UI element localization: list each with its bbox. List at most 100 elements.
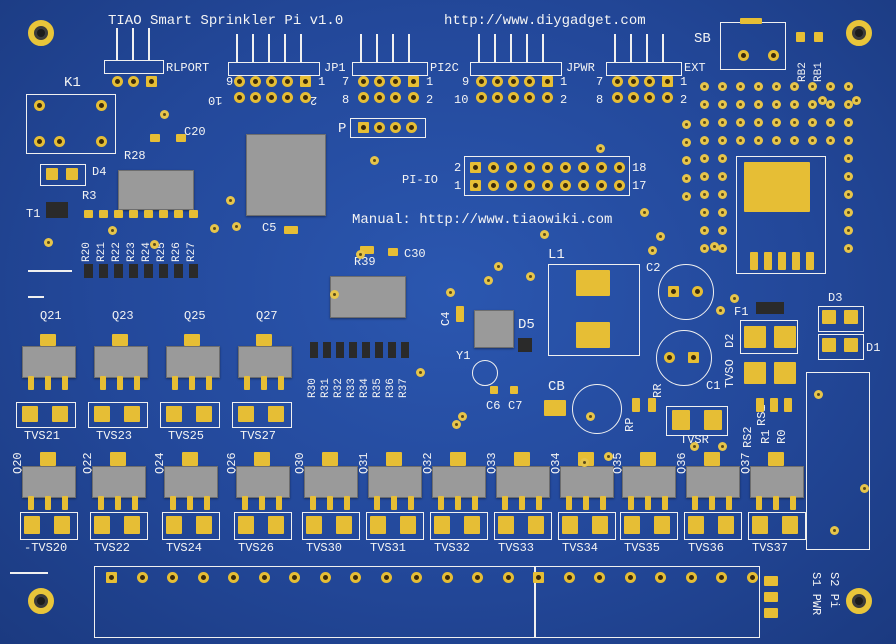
lead bbox=[692, 496, 698, 510]
grid-hole bbox=[754, 100, 763, 109]
pi-io-pin bbox=[596, 180, 607, 191]
grid-hole bbox=[682, 156, 691, 165]
jp1-label: JP1 bbox=[324, 61, 346, 75]
tvs-label: -TVS20 bbox=[24, 541, 68, 555]
transistor-body bbox=[238, 346, 292, 378]
grid-hole bbox=[808, 136, 817, 145]
pi-io-pin bbox=[470, 162, 481, 173]
resistor-label: R23 bbox=[126, 242, 138, 262]
tvs-pad bbox=[592, 516, 608, 534]
via bbox=[656, 232, 665, 241]
s1-pwr-label: S1 PWR bbox=[809, 572, 823, 616]
ext-header bbox=[606, 62, 682, 76]
d5-label: D5 bbox=[518, 317, 535, 333]
tvs-outline bbox=[302, 512, 360, 540]
tab bbox=[256, 334, 272, 346]
resistor-body bbox=[362, 342, 370, 358]
grid-hole bbox=[844, 100, 853, 109]
lead bbox=[170, 496, 176, 510]
mount-hole-top-left bbox=[28, 20, 54, 46]
jp1-pin1: 1 bbox=[318, 75, 326, 89]
lead bbox=[276, 496, 282, 510]
grid-hole bbox=[718, 136, 727, 145]
grid-hole bbox=[682, 192, 691, 201]
grid-hole bbox=[844, 172, 853, 181]
tvs-pad bbox=[498, 516, 514, 534]
grid-hole bbox=[736, 136, 745, 145]
r1-label: R1 bbox=[759, 429, 773, 444]
via bbox=[716, 306, 725, 315]
tvs-pad bbox=[94, 516, 110, 534]
tvs-outline bbox=[748, 512, 806, 540]
pi-io-pin bbox=[542, 162, 553, 173]
transistor-body bbox=[166, 346, 220, 378]
tvs-outline bbox=[620, 512, 678, 540]
resistor-label: R33 bbox=[346, 378, 358, 398]
mount-hole-top-right bbox=[846, 20, 872, 46]
grid-hole bbox=[772, 118, 781, 127]
grid-hole bbox=[772, 100, 781, 109]
tvs-label: TVS33 bbox=[498, 541, 535, 555]
pi-io-pin18: 18 bbox=[632, 161, 647, 175]
resistor-pad bbox=[174, 210, 183, 218]
transistor-body bbox=[164, 466, 218, 498]
terminal-pin bbox=[197, 572, 209, 583]
grid-hole bbox=[808, 118, 817, 127]
resistor-label: R36 bbox=[385, 378, 397, 398]
via bbox=[416, 368, 425, 377]
tvs-pad bbox=[336, 516, 352, 534]
grid-hole bbox=[844, 118, 853, 127]
tvs-pad bbox=[166, 516, 182, 534]
tvs-pad bbox=[238, 516, 254, 534]
via bbox=[210, 224, 219, 233]
mount-hole-bottom-right bbox=[846, 588, 872, 614]
pi-io-pin bbox=[578, 162, 589, 173]
resistor-label: R20 bbox=[81, 242, 93, 262]
tvs-outline bbox=[90, 512, 148, 540]
tvs-pad bbox=[124, 516, 140, 534]
tvs-outline bbox=[558, 512, 616, 540]
resistor-label: R31 bbox=[320, 378, 332, 398]
grid-hole bbox=[844, 190, 853, 199]
tvs-pad bbox=[624, 516, 640, 534]
jp1-pin9: 9 bbox=[226, 75, 234, 89]
grid-hole bbox=[682, 138, 691, 147]
lead bbox=[132, 496, 138, 510]
via bbox=[232, 222, 241, 231]
jpwr-header bbox=[470, 62, 562, 76]
tvs-outline bbox=[232, 402, 292, 428]
pi-io-pin bbox=[614, 162, 625, 173]
tab bbox=[110, 452, 126, 466]
mount-hole-bottom-left bbox=[28, 588, 54, 614]
lead bbox=[408, 496, 414, 510]
tab bbox=[322, 452, 338, 466]
tvs-pad bbox=[528, 516, 544, 534]
lead bbox=[790, 496, 796, 510]
k1-label: K1 bbox=[64, 75, 81, 91]
transistor-label: Q27 bbox=[256, 309, 278, 323]
r3-label: R3 bbox=[82, 189, 97, 203]
tvs-label: TVS24 bbox=[166, 541, 203, 555]
pi-io-pin bbox=[524, 180, 535, 191]
lead bbox=[189, 376, 195, 390]
resistor-label: R30 bbox=[307, 378, 319, 398]
via bbox=[526, 272, 535, 281]
grid-hole bbox=[772, 82, 781, 91]
tvso-label: TVSO bbox=[723, 359, 737, 388]
ic-left bbox=[118, 170, 194, 210]
terminal-pin bbox=[716, 572, 727, 583]
terminal-strip-main bbox=[94, 566, 536, 638]
jp1-pin10: 10 bbox=[208, 93, 223, 107]
via bbox=[108, 226, 117, 235]
resistor-body bbox=[388, 342, 396, 358]
terminal-pin bbox=[411, 572, 422, 583]
tvs-outline bbox=[494, 512, 552, 540]
tvs-outline bbox=[160, 402, 220, 428]
grid-hole bbox=[700, 100, 709, 109]
via bbox=[484, 276, 493, 285]
grid-hole bbox=[718, 172, 727, 181]
rb1-label: RB1 bbox=[813, 62, 825, 82]
tab bbox=[386, 452, 402, 466]
via bbox=[494, 262, 503, 271]
